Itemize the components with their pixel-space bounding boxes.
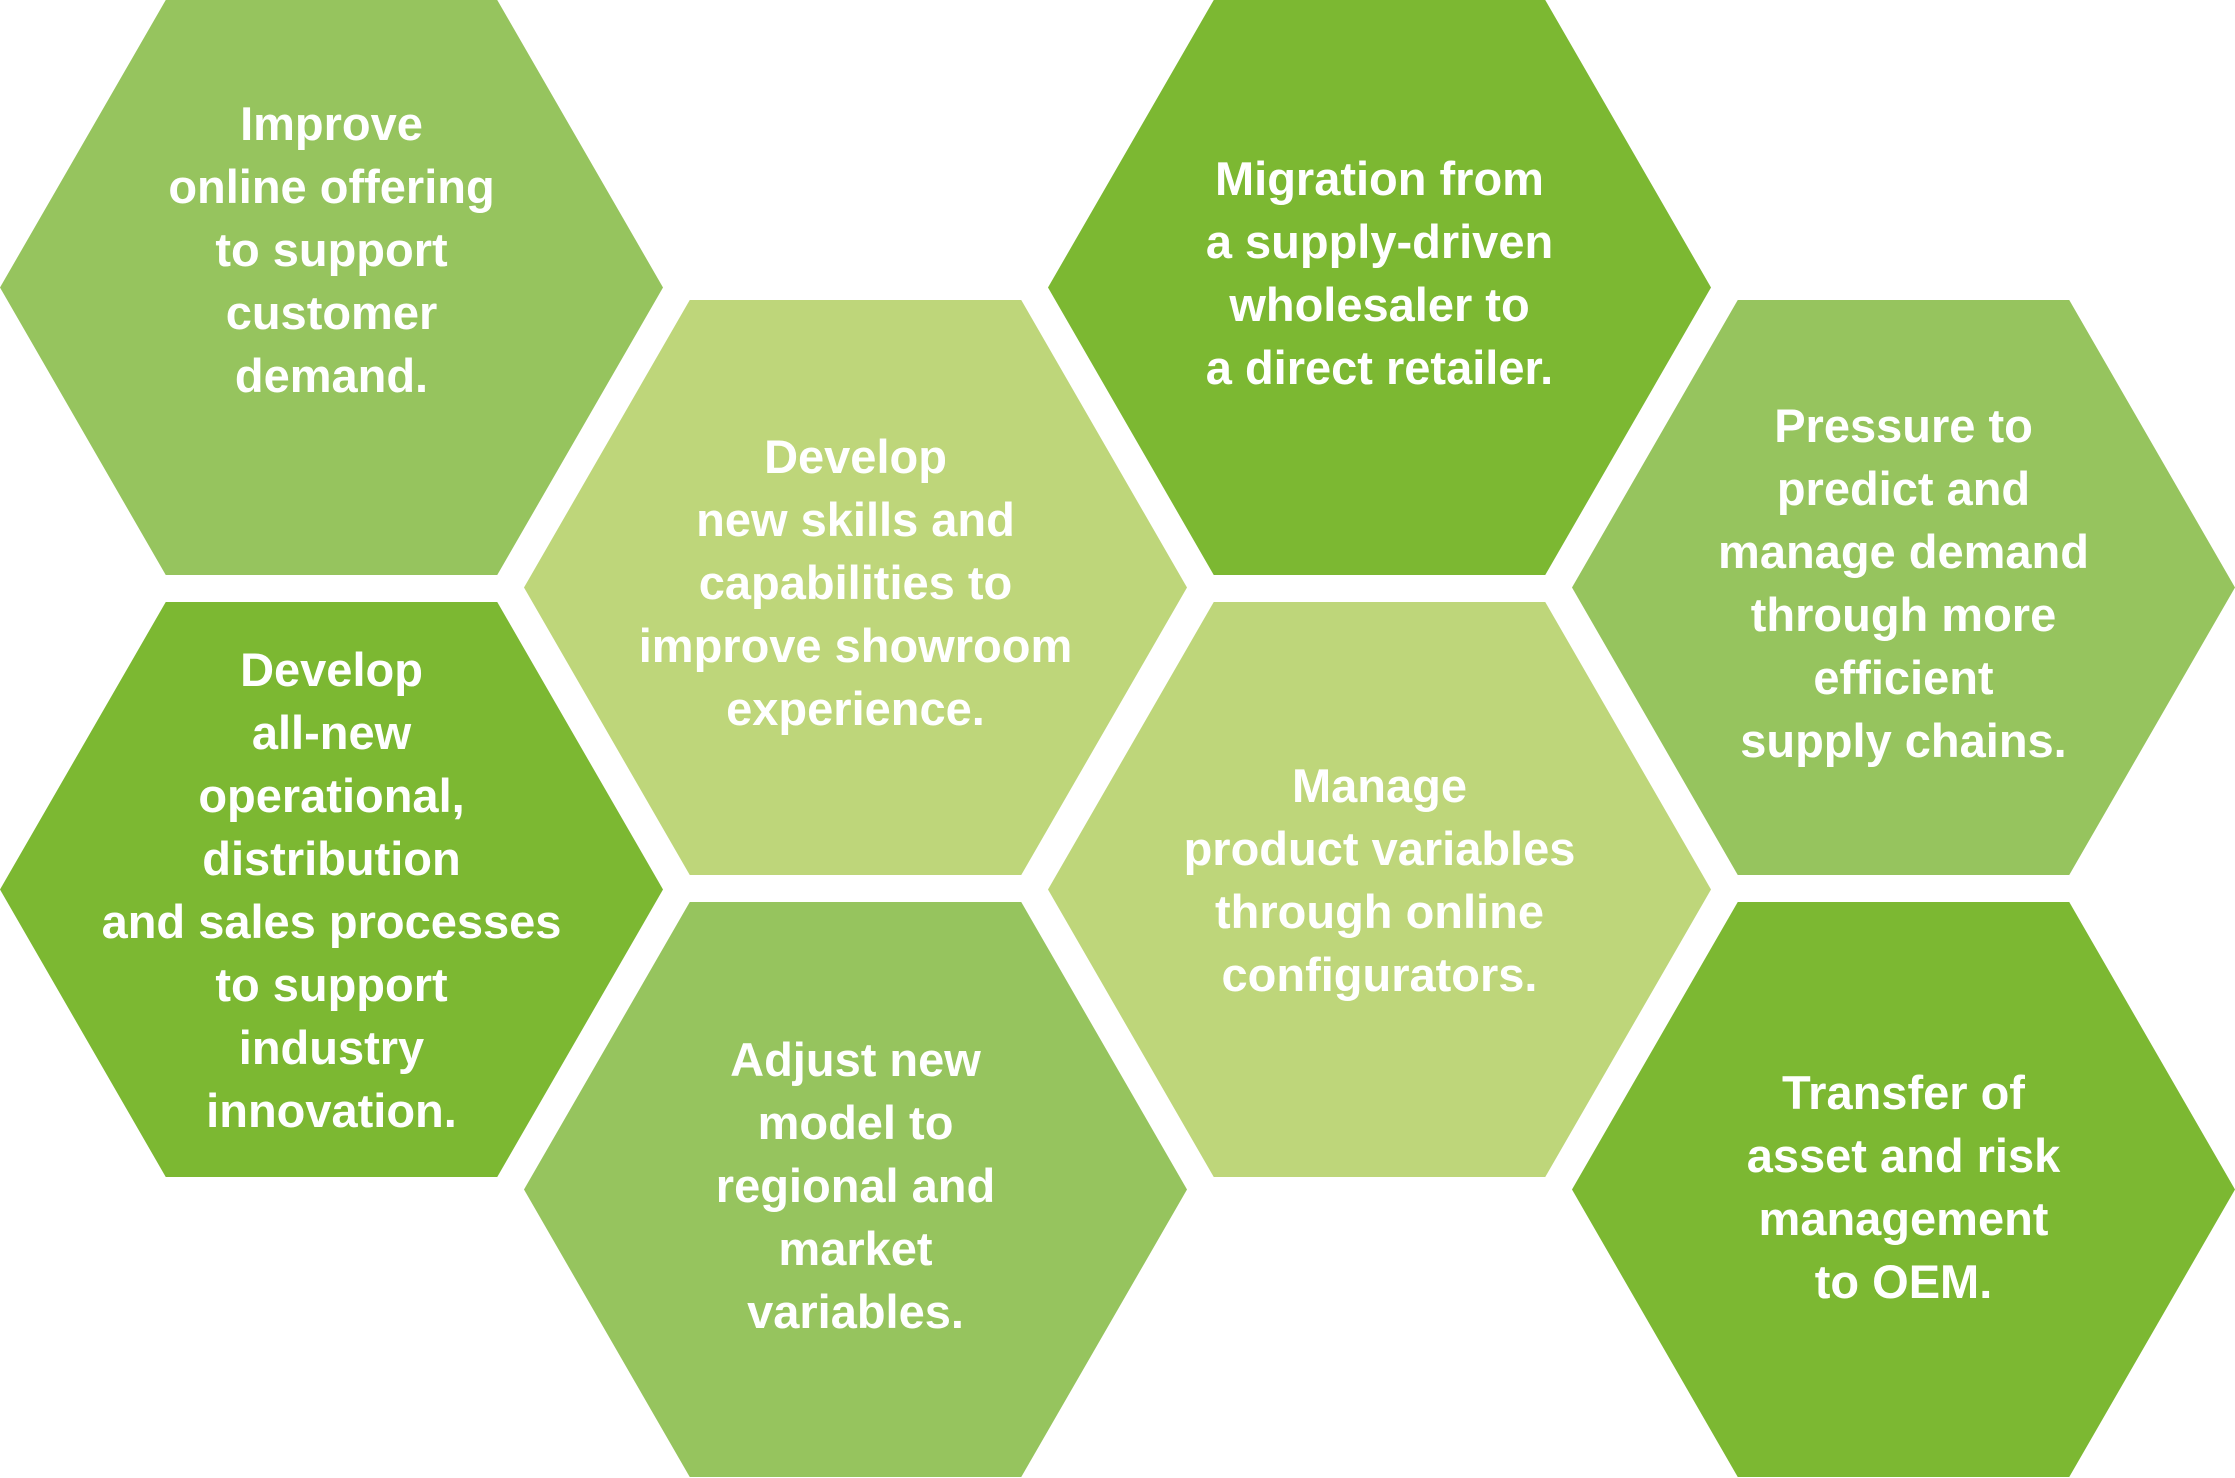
hexagon-label: Develop all-new operational, distributio… [101, 642, 562, 1137]
hexagon-develop-new-skills: Develop new skills and capabilities to i… [524, 300, 1187, 875]
hexagon-label: Develop new skills and capabilities to i… [638, 430, 1073, 735]
hexagon-pressure-predict-demand: Pressure to predict and manage demand th… [1572, 300, 2235, 875]
hexagon-develop-all-new-processes: Develop all-new operational, distributio… [0, 602, 663, 1177]
hexagon-manage-product-variables: Manage product variables through online … [1048, 602, 1711, 1177]
hexagon-adjust-new-model: Adjust new model to regional and market … [524, 902, 1187, 1477]
hexagon-label: Adjust new model to regional and market … [715, 1033, 996, 1338]
hexagon-label: Manage product variables through online … [1183, 758, 1576, 1001]
hexagon-label: Improve online offering to support custo… [168, 97, 495, 402]
hexagon-improve-online-offering: Improve online offering to support custo… [0, 0, 663, 575]
hexagon-migration-direct-retailer: Migration from a supply-driven wholesale… [1048, 0, 1711, 575]
hexagon-label: Pressure to predict and manage demand th… [1718, 398, 2089, 767]
hexagon-transfer-asset-risk: Transfer of asset and risk management to… [1572, 902, 2235, 1477]
hexagon-label: Transfer of asset and risk management to… [1746, 1065, 2061, 1308]
hexagon-label: Migration from a supply-driven wholesale… [1205, 151, 1554, 394]
